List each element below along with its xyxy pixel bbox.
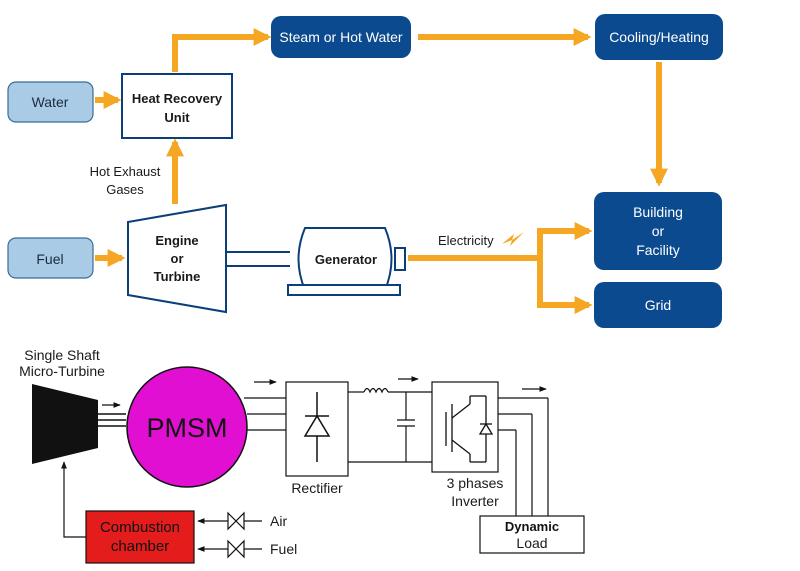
pmsm-motor	[126, 366, 248, 488]
fuel-input-label: Fuel	[270, 541, 297, 557]
combustion-to-turbine-line	[61, 461, 86, 538]
combustion-label-2: chamber	[111, 538, 169, 555]
building-label-3: Facility	[636, 242, 680, 258]
engine-label-1: Engine	[155, 233, 198, 248]
heat-recovery-unit	[121, 73, 233, 139]
fuel-input	[197, 539, 262, 559]
lightning-icon	[502, 232, 524, 246]
arrow-to-grid	[537, 258, 593, 314]
fuel-box	[7, 237, 94, 279]
electricity-label: Electricity	[438, 233, 494, 248]
heat-recovery-label-2: Unit	[164, 110, 190, 125]
turbine-label-2: Micro-Turbine	[19, 363, 105, 379]
turbine-shaft	[98, 413, 126, 427]
micro-turbine-shape	[32, 384, 98, 464]
engine-turbine-shape	[127, 203, 227, 314]
inverter-label-1: 3 phases	[447, 475, 504, 491]
generator-label: Generator	[315, 252, 377, 267]
chp-flow-arrows	[95, 28, 668, 314]
building-label-1: Building	[633, 204, 683, 220]
generator: Generator	[287, 227, 406, 296]
building-box	[594, 192, 722, 270]
hot-exhaust-label-2: Gases	[106, 182, 144, 197]
air-label: Air	[270, 513, 287, 529]
rectifier-label: Rectifier	[291, 480, 343, 496]
inverter-output-lines	[498, 397, 549, 516]
inverter-label-2: Inverter	[451, 493, 499, 509]
dynamic-load-box	[479, 515, 585, 554]
igbt-icon	[445, 395, 494, 463]
combustion-label-1: Combustion	[100, 519, 180, 536]
grid-box	[594, 282, 722, 328]
steam-label: Steam or Hot Water	[279, 29, 403, 45]
water-label: Water	[32, 94, 69, 110]
water-box	[7, 81, 94, 123]
building-label-2: or	[652, 223, 665, 239]
fuel-label: Fuel	[36, 251, 63, 267]
grid-label: Grid	[645, 297, 671, 313]
combustion-chamber	[85, 510, 195, 564]
steam-box	[271, 16, 411, 58]
engine-label-3: Turbine	[154, 269, 201, 284]
cooling-box	[595, 14, 723, 60]
arrow-to-building	[537, 222, 593, 258]
pmsm-rectifier-lines	[244, 397, 286, 431]
air-input	[197, 511, 262, 531]
engine-label-2: or	[171, 251, 184, 266]
cooling-label: Cooling/Heating	[609, 29, 709, 45]
diode-icon	[303, 392, 331, 462]
heat-recovery-label-1: Heat Recovery	[132, 91, 223, 106]
engine-generator-shaft	[226, 251, 290, 267]
dynamic-load-label-1: Dynamic	[505, 519, 559, 534]
dc-link	[348, 387, 432, 463]
arrow-hru-to-steam	[172, 28, 272, 72]
dynamic-load-label-2: Load	[516, 535, 547, 551]
hot-exhaust-label-1: Hot Exhaust	[90, 164, 161, 179]
pmsm-label: PMSM	[147, 413, 228, 443]
turbine-label-1: Single Shaft	[24, 347, 100, 363]
